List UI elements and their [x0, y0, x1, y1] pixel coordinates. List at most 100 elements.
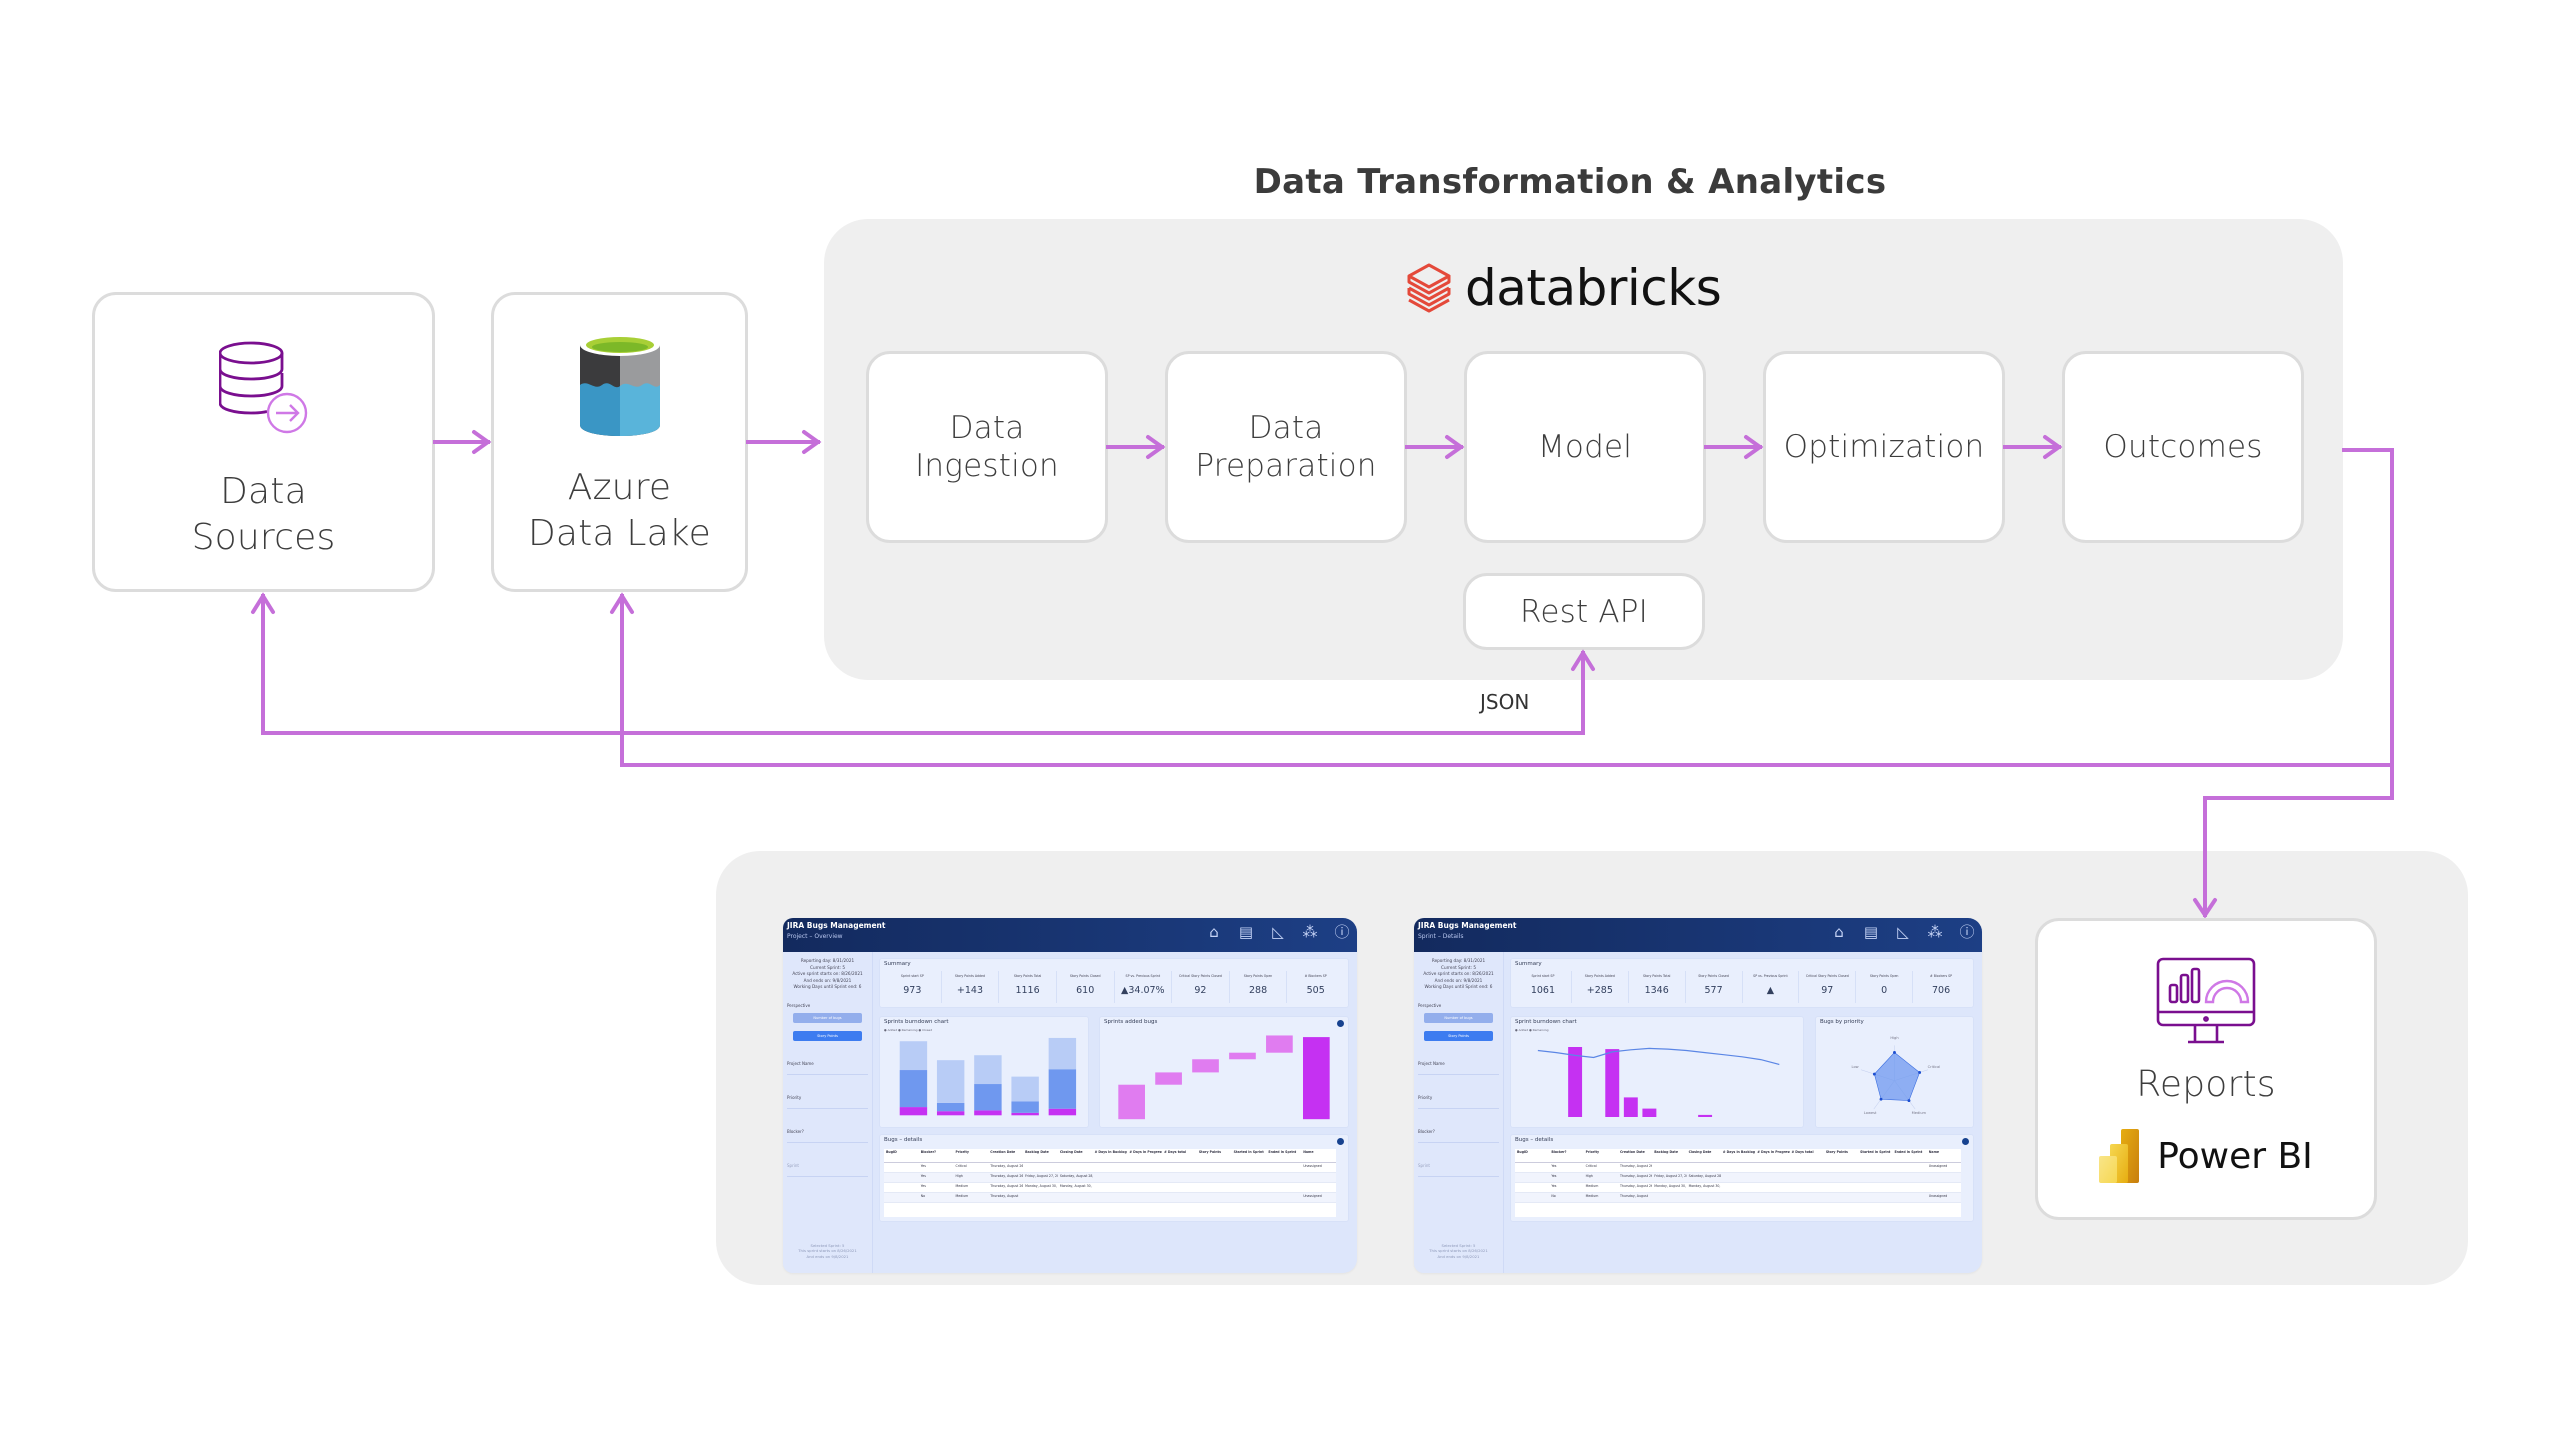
table-cell [1301, 1173, 1336, 1182]
chart-icon[interactable]: ◺ [1897, 923, 1909, 941]
table-cell [1824, 1193, 1858, 1202]
column-header[interactable]: Name [1928, 1150, 1940, 1154]
column-header[interactable]: Creation Date [990, 1150, 1016, 1154]
database-export-icon [218, 341, 307, 434]
filter-priority[interactable]: Priority [1418, 1095, 1499, 1109]
powerbi-logo-icon [2099, 1129, 2140, 1183]
column-header[interactable]: Closing Date [1688, 1150, 1712, 1154]
kpi-value: 288 [1248, 985, 1268, 996]
filter-project-name[interactable]: Project Name [787, 1061, 868, 1075]
kpi-value: 92 [1194, 985, 1207, 996]
table-cell [1927, 1183, 1961, 1192]
story-points-button[interactable]: Story Points [793, 1030, 862, 1041]
home-icon[interactable]: ⌂ [1209, 923, 1219, 941]
column-header[interactable]: Blocker? [1551, 1150, 1567, 1154]
filter-sprint[interactable]: Sprint [1418, 1163, 1499, 1177]
column-header[interactable]: # Days in Progress [1757, 1150, 1790, 1154]
waterfall-total [1302, 1037, 1330, 1120]
table-cell [1721, 1173, 1755, 1182]
remaining-line [1537, 1047, 1780, 1066]
network-icon[interactable]: ⁂ [1302, 923, 1318, 941]
azure-data-lake-node[interactable]: Azure Data Lake [491, 292, 748, 592]
column-header[interactable]: Ended in Sprint [1894, 1150, 1923, 1154]
waterfall-step [1155, 1072, 1182, 1085]
radar-axis-label: Lowest [1864, 1111, 1877, 1115]
reports-label: Reports [2136, 1064, 2276, 1105]
help-icon[interactable] [1337, 1020, 1344, 1027]
column-header[interactable]: Story Points [1825, 1150, 1848, 1154]
stage-data-ingestion[interactable]: Data Ingestion [866, 351, 1108, 543]
table-cell: Thursday, August [990, 1194, 1019, 1198]
column-header[interactable]: Blocker? [920, 1150, 936, 1154]
column-header[interactable]: Ended in Sprint [1268, 1150, 1297, 1154]
chart-icon[interactable]: ◺ [1272, 923, 1284, 941]
column-header[interactable]: # Days in Progress [1129, 1150, 1163, 1154]
filter-blocker[interactable]: Blocker? [787, 1129, 868, 1143]
network-icon[interactable]: ⁂ [1927, 923, 1943, 941]
table-cell [1755, 1173, 1789, 1182]
table-cell: Unassigned [1928, 1164, 1948, 1168]
home-icon[interactable]: ⌂ [1834, 923, 1844, 941]
rest-api-node[interactable]: Rest API [1463, 573, 1705, 650]
help-icon[interactable] [1962, 1138, 1969, 1145]
table-cell: Medium [955, 1184, 969, 1188]
column-header[interactable]: # Days total [1164, 1150, 1187, 1154]
column-header[interactable]: Started in Sprint [1860, 1150, 1891, 1154]
story-points-button[interactable]: Story Points [1424, 1030, 1493, 1041]
stage-optimization[interactable]: Optimization [1763, 351, 2005, 543]
column-header[interactable]: Story Points [1198, 1150, 1221, 1154]
column-header[interactable]: # Days in Backlog [1094, 1150, 1127, 1154]
number-of-bugs-button[interactable]: Number of bugs [793, 1012, 862, 1023]
column-header[interactable]: Priority [1585, 1150, 1600, 1154]
stage-data-preparation[interactable]: Data Preparation [1165, 351, 1407, 543]
column-header[interactable]: Priority [955, 1150, 969, 1154]
column-header[interactable]: BugID [886, 1150, 897, 1154]
info-icon[interactable]: ⓘ [1959, 923, 1975, 941]
kpi-value: +143 [956, 985, 983, 996]
help-icon[interactable] [1337, 1138, 1344, 1145]
filter-blocker[interactable]: Blocker? [1418, 1129, 1499, 1143]
column-header[interactable]: # Days total [1791, 1150, 1814, 1154]
column-header[interactable]: Creation Date [1619, 1150, 1645, 1154]
column-header[interactable]: Backlog Date [1654, 1150, 1678, 1154]
table-cell [1790, 1193, 1824, 1202]
monitor-dashboard-icon [2156, 957, 2256, 1044]
info-icon[interactable]: ⓘ [1334, 923, 1350, 941]
reports-node[interactable]: Reports Power BI [2035, 918, 2377, 1220]
table-cell [1232, 1173, 1267, 1182]
filter-sprint[interactable]: Sprint [787, 1163, 868, 1177]
filter-priority[interactable]: Priority [787, 1095, 868, 1109]
column-header[interactable]: Backlog Date [1025, 1150, 1049, 1154]
stage-outcomes[interactable]: Outcomes [2062, 351, 2304, 543]
number-of-bugs-button[interactable]: Number of bugs [1424, 1012, 1493, 1023]
column-header[interactable]: Closing Date [1059, 1150, 1083, 1154]
filter-project-name[interactable]: Project Name [1418, 1061, 1499, 1075]
radar-axis-label: Low [1852, 1065, 1859, 1069]
clipboard-icon[interactable]: ▤ [1863, 923, 1879, 941]
databricks-layers-icon [1407, 263, 1451, 313]
chart-title: Sprints burndown chart [884, 1019, 949, 1025]
stage-model[interactable]: Model [1464, 351, 1706, 543]
clipboard-icon[interactable]: ▤ [1238, 923, 1254, 941]
column-header[interactable]: # Days in Backlog [1722, 1150, 1756, 1154]
table-cell: No [1551, 1194, 1556, 1198]
table-cell [1515, 1193, 1549, 1202]
column-header[interactable]: Name [1303, 1150, 1314, 1154]
kpi-label: SP vs. Previous Sprint [1753, 974, 1788, 978]
data-sources-node[interactable]: Data Sources [92, 292, 435, 592]
column-header[interactable]: Started in Sprint [1233, 1150, 1264, 1154]
table-cell [1127, 1183, 1162, 1192]
column-header[interactable]: BugID [1517, 1150, 1528, 1154]
